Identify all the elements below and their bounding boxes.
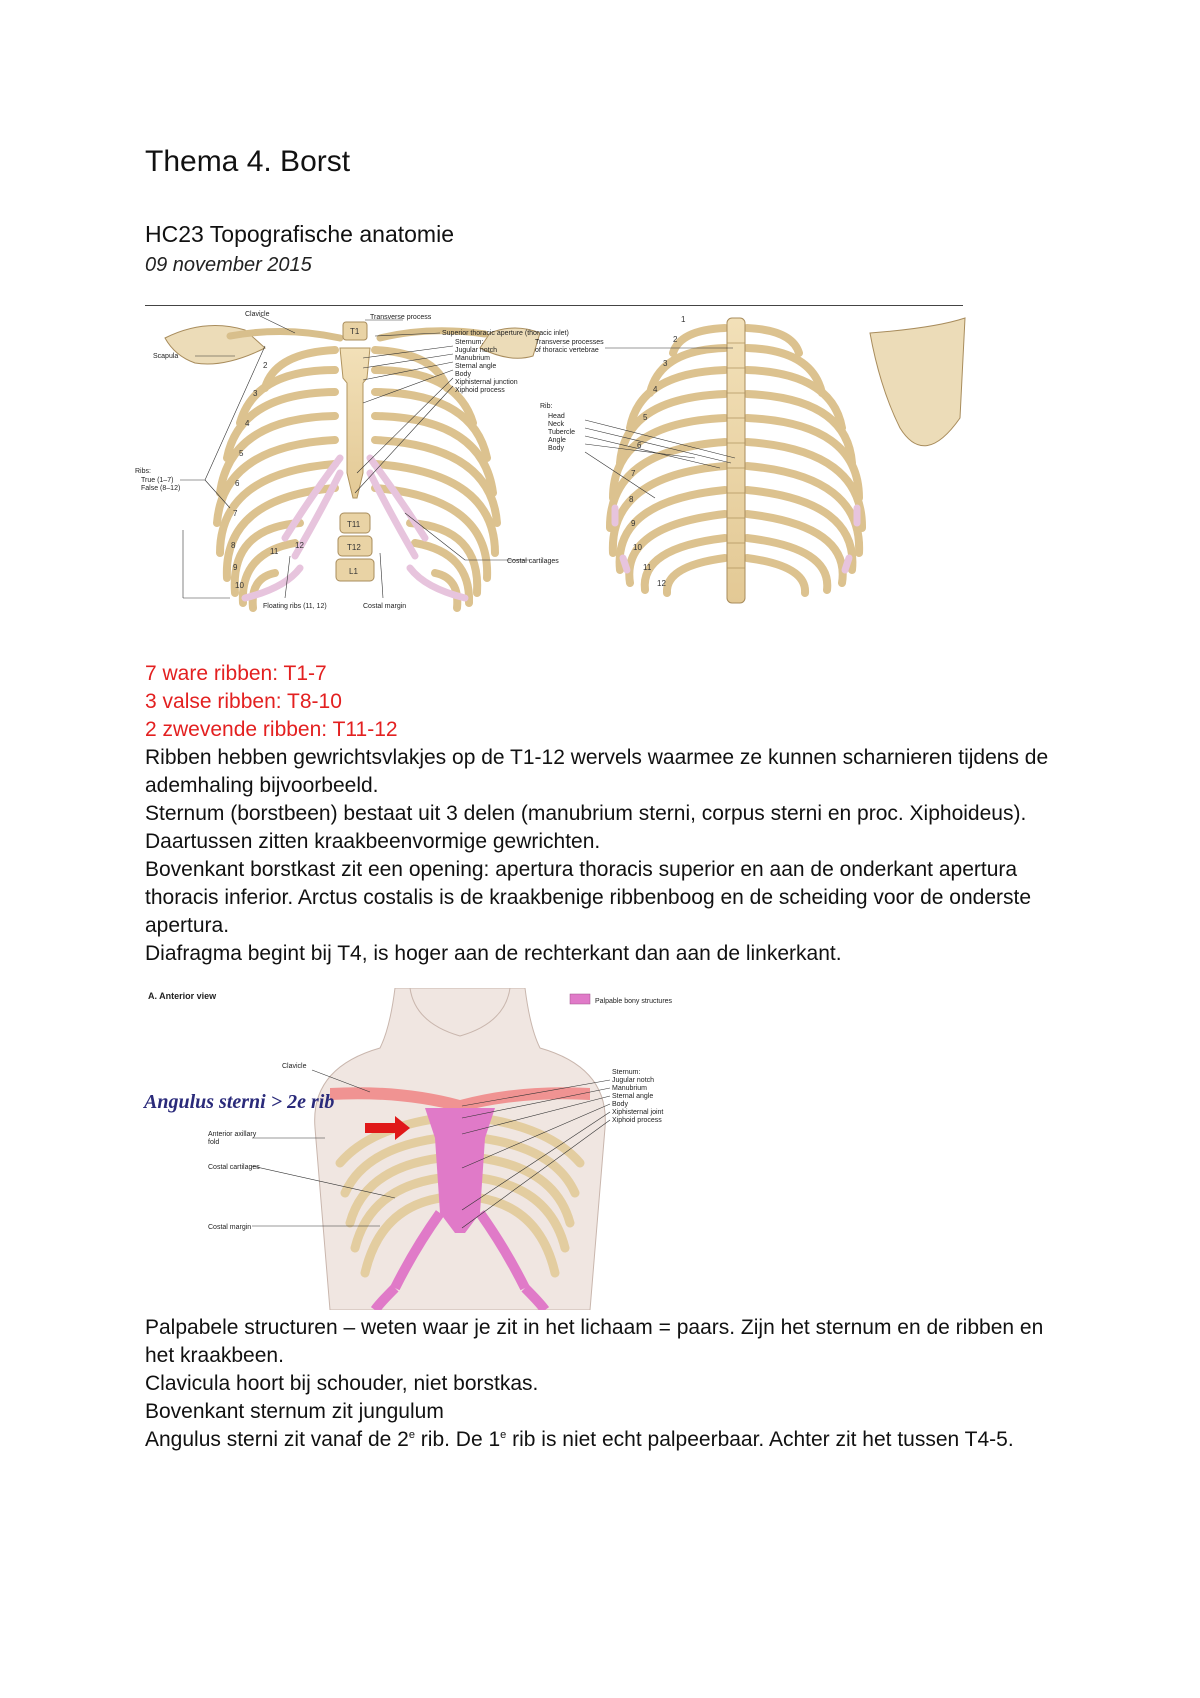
paragraph-sternum: Sternum (borstbeen) bestaat uit 3 delen … bbox=[145, 802, 1027, 853]
angulus-text-b: rib. De 1 bbox=[414, 1428, 501, 1451]
label-scapula: Scapula bbox=[153, 353, 178, 360]
label-transverse-processes: Transverse processes bbox=[535, 339, 604, 346]
vertebra-t12-label: T12 bbox=[347, 543, 361, 552]
label-ribs: Ribs: bbox=[135, 468, 151, 475]
fig2-label-axillary-fold-2: fold bbox=[208, 1139, 219, 1146]
svg-text:8: 8 bbox=[629, 495, 634, 504]
paragraph-ribs-joints: Ribben hebben gewrichtsvlakjes op de T1-… bbox=[145, 746, 1049, 797]
vertebra-t11-label: T11 bbox=[347, 520, 361, 529]
fig2-label-costal-margin: Costal margin bbox=[208, 1224, 251, 1231]
svg-text:9: 9 bbox=[233, 563, 238, 572]
notes-block-1: Ribben hebben gewrichtsvlakjes op de T1-… bbox=[145, 744, 1075, 968]
angulus-text-a: Angulus sterni zit vanaf de 2 bbox=[145, 1428, 409, 1451]
floating-ribs-line: 2 zwevende ribben: T11-12 bbox=[145, 718, 398, 741]
svg-text:11: 11 bbox=[270, 547, 279, 556]
paragraph-angulus-sterni: Angulus sterni zit vanaf de 2e rib. De 1… bbox=[145, 1426, 1075, 1454]
svg-text:7: 7 bbox=[631, 469, 636, 478]
svg-text:2: 2 bbox=[673, 335, 678, 344]
label-costal-margin: Costal margin bbox=[363, 603, 406, 610]
fig2-label-manubrium: Manubrium bbox=[612, 1085, 647, 1092]
svg-text:1: 1 bbox=[681, 315, 686, 324]
label-transverse-process: Transverse process bbox=[370, 314, 432, 321]
label-tubercle: Tubercle bbox=[548, 429, 575, 436]
svg-text:2: 2 bbox=[263, 361, 268, 370]
label-xiphisternal-junction: Xiphisternal junction bbox=[455, 379, 518, 386]
svg-text:12: 12 bbox=[657, 579, 666, 588]
fig2-label-jugular-notch: Jugular notch bbox=[612, 1077, 654, 1084]
sternal-angle-arrow bbox=[365, 1116, 410, 1140]
svg-text:12: 12 bbox=[295, 541, 304, 550]
svg-text:5: 5 bbox=[643, 413, 648, 422]
vertebra-t1-label: T1 bbox=[350, 327, 360, 336]
label-floating-ribs: Floating ribs (11, 12) bbox=[263, 603, 327, 610]
palpable-structures bbox=[370, 1108, 550, 1310]
paragraph-aperture: Bovenkant borstkast zit een opening: ape… bbox=[145, 858, 1032, 937]
svg-text:9: 9 bbox=[631, 519, 636, 528]
fig2-label-clavicle: Clavicle bbox=[282, 1063, 307, 1070]
title-divider bbox=[145, 305, 963, 306]
superscript-e-1: e bbox=[408, 1429, 415, 1441]
svg-text:4: 4 bbox=[653, 385, 658, 394]
palpable-structures-figure: Palpable bony structures A. Anterior vie… bbox=[142, 988, 673, 1310]
svg-text:3: 3 bbox=[253, 389, 258, 398]
fig2-label-body: Body bbox=[612, 1101, 628, 1108]
superscript-e-2: e bbox=[500, 1429, 507, 1441]
svg-text:7: 7 bbox=[233, 509, 238, 518]
fig2-label-costal-cartilages: Costal cartilages bbox=[208, 1164, 260, 1171]
label-head: Head bbox=[548, 413, 565, 420]
angulus-sterni-annotation: Angulus sterni > 2e rib bbox=[142, 1091, 334, 1113]
view-title: A. Anterior view bbox=[148, 991, 217, 1001]
label-costal-cartilages: Costal cartilages bbox=[507, 558, 559, 565]
label-rib-body: Body bbox=[548, 445, 564, 452]
label-neck: Neck bbox=[548, 421, 564, 428]
fig2-label-axillary-fold-1: Anterior axillary bbox=[208, 1131, 257, 1138]
fig2-label-sternal-angle: Sternal angle bbox=[612, 1093, 653, 1100]
svg-text:8: 8 bbox=[231, 541, 236, 550]
label-sternum: Sternum: bbox=[455, 339, 483, 346]
notes-block-2: Palpabele structuren – weten waar je zit… bbox=[145, 1314, 1075, 1454]
label-clavicle: Clavicle bbox=[245, 311, 270, 318]
document-title: Thema 4. Borst bbox=[145, 145, 351, 178]
label-jugular-notch: Jugular notch bbox=[455, 347, 497, 354]
fig2-label-sternum: Sternum: bbox=[612, 1069, 640, 1076]
false-ribs-line: 3 valse ribben: T8-10 bbox=[145, 690, 342, 713]
svg-text:11: 11 bbox=[643, 563, 652, 572]
legend-label: Palpable bony structures bbox=[595, 998, 673, 1005]
label-rib: Rib: bbox=[540, 403, 553, 410]
anterior-rib-cage: T1 T11 T12 L1 2 3 4 5 6 7 8 9 10 11 12 bbox=[135, 311, 569, 612]
lecture-title: HC23 Topografische anatomie bbox=[145, 221, 454, 247]
fig2-label-xiphisternal-joint: Xiphisternal joint bbox=[612, 1109, 663, 1116]
label-of-thoracic-vertebrae: of thoracic vertebrae bbox=[535, 347, 599, 354]
label-sternal-angle: Sternal angle bbox=[455, 363, 496, 370]
svg-text:3: 3 bbox=[663, 359, 668, 368]
label-xiphoid-process: Xiphoid process bbox=[455, 387, 505, 394]
vertebra-l1-label: L1 bbox=[349, 567, 358, 576]
angulus-text-c: rib is niet echt palpeerbaar. Achter zit… bbox=[506, 1428, 1014, 1451]
paragraph-palpable: Palpabele structuren – weten waar je zit… bbox=[145, 1316, 1044, 1367]
svg-text:6: 6 bbox=[637, 441, 642, 450]
true-ribs-line: 7 ware ribben: T1-7 bbox=[145, 662, 327, 685]
rib-types-list: 7 ware ribben: T1-7 3 valse ribben: T8-1… bbox=[145, 660, 398, 744]
svg-text:10: 10 bbox=[235, 581, 244, 590]
label-false-ribs: False (8–12) bbox=[141, 485, 180, 492]
label-angle: Angle bbox=[548, 437, 566, 444]
paragraph-diaphragm: Diafragma begint bij T4, is hoger aan de… bbox=[145, 942, 842, 965]
paragraph-clavicula: Clavicula hoort bij schouder, niet borst… bbox=[145, 1372, 539, 1395]
svg-text:4: 4 bbox=[245, 419, 250, 428]
label-true-ribs: True (1–7) bbox=[141, 477, 173, 484]
label-manubrium: Manubrium bbox=[455, 355, 490, 362]
label-body: Body bbox=[455, 371, 471, 378]
svg-text:5: 5 bbox=[239, 449, 244, 458]
paragraph-jungulum: Bovenkant sternum zit jungulum bbox=[145, 1400, 444, 1423]
lecture-date: 09 november 2015 bbox=[145, 254, 312, 276]
label-superior-aperture: Superior thoracic aperture (thoracic inl… bbox=[442, 330, 569, 337]
svg-text:10: 10 bbox=[633, 543, 642, 552]
legend-swatch bbox=[569, 993, 591, 1005]
fig2-label-xiphoid-process: Xiphoid process bbox=[612, 1117, 662, 1124]
svg-text:6: 6 bbox=[235, 479, 240, 488]
